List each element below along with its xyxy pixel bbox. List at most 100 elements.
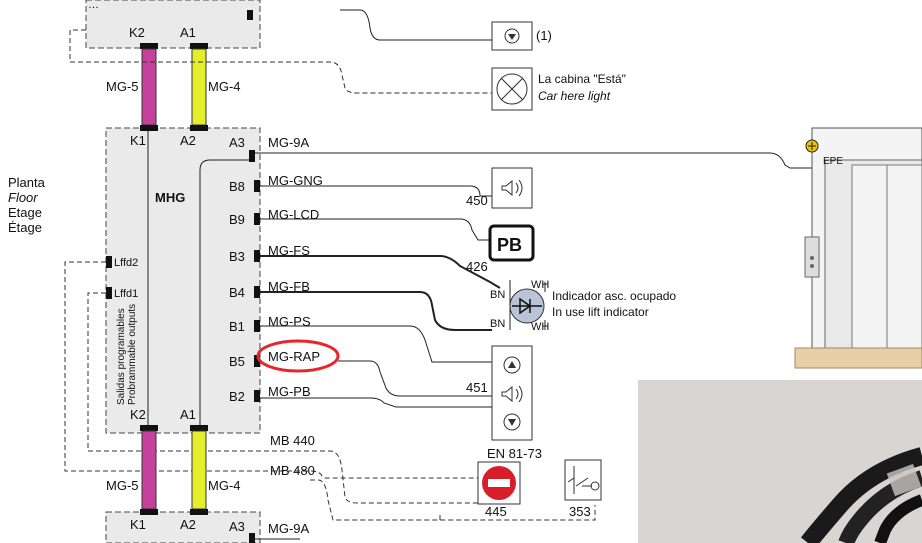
signal-mg-ps: MG-PS — [268, 314, 311, 329]
internal-line — [199, 159, 250, 425]
speaker-icon — [515, 385, 523, 403]
standard-label: EN 81-73 — [487, 446, 542, 461]
speaker-icon — [501, 385, 513, 403]
terminal-block — [106, 287, 112, 299]
terminal-b9: B9 — [229, 212, 245, 227]
bus-mb-480: MB 480 — [270, 463, 315, 478]
gong-number: 450 — [466, 193, 488, 208]
upper-partial-label: … — [88, 0, 99, 11]
wire-wh-bottom: WH — [531, 321, 549, 333]
cable-label-mg5-bottom: MG-5 — [106, 478, 139, 493]
lower-module-box — [105, 511, 261, 543]
terminal-block — [106, 256, 112, 268]
speaker-icon — [501, 179, 513, 197]
terminal-k2-bottom: K2 — [130, 407, 146, 422]
wire-bn-top: BN — [490, 289, 505, 301]
lamp-icon — [500, 77, 524, 101]
pb-label: PB — [497, 235, 522, 255]
call-panel-number: 451 — [466, 380, 488, 395]
terminal-a2-bottom: A2 — [180, 517, 196, 532]
key-switch-icon — [567, 466, 592, 494]
terminal-block — [190, 425, 208, 431]
no-entry-icon — [488, 479, 510, 487]
terminal-b2: B2 — [229, 389, 245, 404]
down-arrow-icon — [508, 34, 516, 40]
up-arrow-icon — [508, 361, 516, 368]
signal-wire — [340, 9, 492, 41]
terminal-block — [140, 125, 158, 131]
floor-label-es: Planta — [8, 175, 46, 190]
wire-bn-bottom: BN — [490, 318, 505, 330]
key-number: 353 — [569, 504, 591, 519]
cable-photo — [638, 380, 922, 543]
terminal-a3-bottom: A3 — [229, 519, 245, 534]
signal-mg-9a: MG-9A — [268, 135, 310, 150]
terminal-b1: B1 — [229, 319, 245, 334]
signal-mg-gng: MG-GNG — [268, 173, 323, 188]
device-1-note: (1) — [536, 28, 552, 43]
up-arrow-icon — [503, 356, 521, 374]
pb-number: 426 — [466, 259, 488, 274]
terminal-k1-bottom: K1 — [130, 517, 146, 532]
terminal-k1: K1 — [130, 133, 146, 148]
terminal-b5: B5 — [229, 354, 245, 369]
cable-mg5-bottom — [141, 430, 157, 510]
cable-label-mg4-bottom: MG-4 — [208, 478, 241, 493]
diode-icon — [512, 297, 542, 315]
terminal-b3: B3 — [229, 249, 245, 264]
terminal-block — [140, 43, 158, 49]
cable-mg4-bottom — [191, 430, 207, 510]
side-label-en: Probrammable outputs — [127, 304, 138, 405]
signal-mg-fs: MG-FS — [268, 243, 310, 258]
terminal-b4: B4 — [229, 285, 245, 300]
lift-car-illustration — [794, 127, 922, 369]
car-light-es: La cabina "Está" — [538, 72, 626, 86]
terminal-block — [249, 533, 255, 543]
signal-mg-fb: MG-FB — [268, 279, 310, 294]
right-terminals — [249, 150, 260, 402]
terminal-a2: A2 — [180, 133, 196, 148]
terminal-lffd1: Lffd1 — [114, 288, 138, 300]
cable-label-mg4-top: MG-4 — [208, 79, 241, 94]
terminal-a1-top: A1 — [180, 25, 196, 40]
signal-mg-pb: MG-PB — [268, 384, 311, 399]
terminal-lffd2: Lffd2 — [114, 257, 138, 269]
dashed-wires — [64, 29, 596, 521]
signal-mg-lcd: MG-LCD — [268, 207, 319, 222]
floor-label-fr: Etage — [8, 205, 42, 220]
cable-mg5-top — [141, 48, 157, 126]
terminal-block — [190, 125, 208, 131]
terminal-block — [140, 509, 158, 515]
module-name: MHG — [155, 190, 185, 205]
side-label-es: Salidas programables — [116, 308, 127, 405]
signal-mg-rap: MG-RAP — [268, 349, 320, 364]
down-arrow-icon — [503, 413, 521, 431]
terminal-block — [140, 425, 158, 431]
floor-label-fr2: Étage — [8, 220, 42, 235]
floor-label-en: Floor — [8, 190, 38, 205]
cable-mg4-top — [191, 48, 207, 126]
terminal-block — [247, 10, 253, 20]
highlight-ellipse — [256, 339, 340, 373]
upper-module-box — [85, 0, 261, 49]
bus-mb-440: MB 440 — [270, 433, 315, 448]
signal-mg-9a-bottom: MG-9A — [268, 521, 310, 536]
terminal-k2-top: K2 — [129, 25, 145, 40]
wire-wh-top: WH — [531, 279, 549, 291]
down-arrow-icon — [504, 28, 520, 44]
signal-wires — [255, 152, 812, 408]
in-use-en: In use lift indicator — [552, 305, 649, 319]
speaker-icon — [515, 179, 523, 197]
car-light-en: Car here light — [538, 89, 611, 103]
in-use-es: Indicador asc. ocupado — [552, 289, 676, 303]
terminal-b8: B8 — [229, 179, 245, 194]
stop-number: 445 — [485, 504, 507, 519]
down-arrow-icon — [508, 419, 516, 426]
terminal-a3: A3 — [229, 135, 245, 150]
terminal-a1-bottom: A1 — [180, 407, 196, 422]
terminal-block — [190, 509, 208, 515]
lift-label: EPE — [823, 156, 843, 167]
cable-label-mg5-top: MG-5 — [106, 79, 139, 94]
key-icon — [590, 481, 600, 491]
